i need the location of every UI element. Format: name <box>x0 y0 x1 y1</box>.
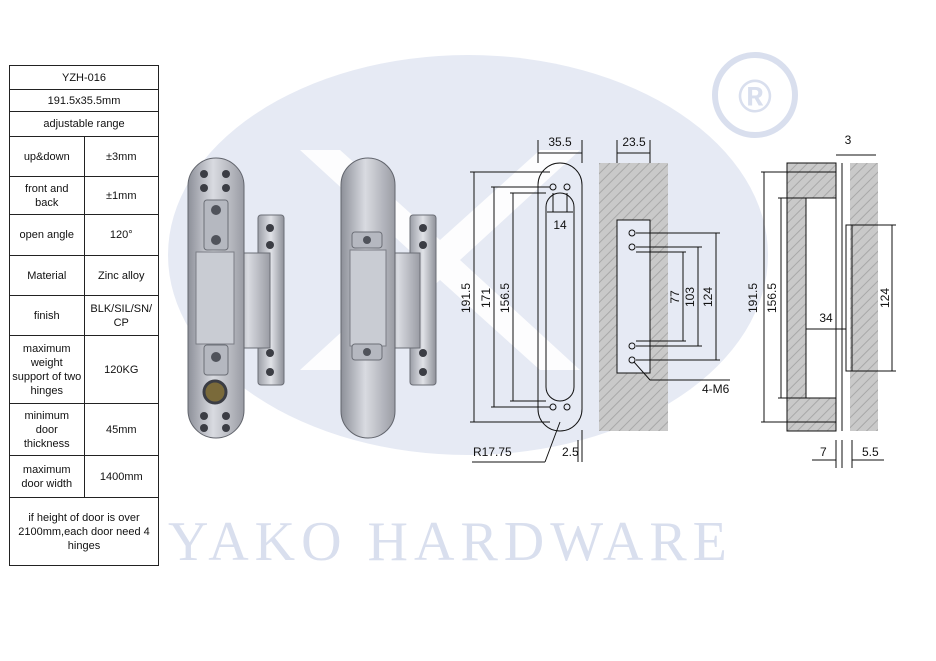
spec-value: Zinc alloy <box>83 255 159 296</box>
hinge-photo-closed <box>340 157 437 439</box>
dim-156: 156.5 <box>498 283 512 313</box>
spec-label: front and back <box>9 176 85 215</box>
dim-5-5: 5.5 <box>862 445 879 459</box>
dim-width: 35.5 <box>548 135 572 149</box>
dim-7: 7 <box>820 445 827 459</box>
dim-124: 124 <box>701 287 715 307</box>
dim-156-3: 156.5 <box>765 283 779 313</box>
dim-height-3: 191.5 <box>746 283 760 313</box>
dim-top: 3 <box>845 133 852 147</box>
spec-row: up&down±3mm <box>9 136 159 177</box>
dim-34: 34 <box>819 311 833 325</box>
dimension-labels-front: 35.5 14 191.5 171 156.5 R17.75 2.5 <box>459 135 579 459</box>
dim-hole-spacing: 14 <box>553 218 567 232</box>
dim-screws: 4-M6 <box>702 382 730 396</box>
spec-value: 45mm <box>83 403 159 456</box>
dim-offset: 2.5 <box>562 445 579 459</box>
dim-171: 171 <box>479 288 493 308</box>
spec-table: YZH-016 191.5x35.5mm adjustable range up… <box>9 65 159 566</box>
spec-label: Material <box>9 255 85 296</box>
registered-mark: ® <box>738 70 772 122</box>
dim-77: 77 <box>668 290 682 304</box>
spec-label: maximum weight support of two hinges <box>9 335 85 404</box>
spec-label: up&down <box>9 136 85 177</box>
spec-label: open angle <box>9 214 85 256</box>
dim-103: 103 <box>683 287 697 307</box>
spec-value: BLK/SIL/SN/ CP <box>83 295 159 336</box>
spec-label: finish <box>9 295 85 336</box>
dim-height: 191.5 <box>459 283 473 313</box>
dim-width-2: 23.5 <box>622 135 646 149</box>
model-name: YZH-016 <box>9 65 159 90</box>
hinge-photo-front <box>187 157 285 439</box>
note: if height of door is over 2100mm,each do… <box>9 497 159 566</box>
watermark-text: YAKO HARDWARE <box>168 511 733 573</box>
spec-value: ±3mm <box>83 136 159 177</box>
dim-124-3: 124 <box>878 288 892 308</box>
dim-radius: R17.75 <box>473 445 512 459</box>
range-heading: adjustable range <box>9 111 159 137</box>
spec-row: front and back±1mm <box>9 176 159 215</box>
dimension-drawing-section: 3 191.5 156.5 34 124 7 5.5 <box>746 133 896 468</box>
dimension-drawing-front <box>470 140 583 463</box>
dimension-drawing-side: 23.5 77 103 124 4-M6 <box>599 135 730 431</box>
spec-value: 120KG <box>83 335 159 404</box>
